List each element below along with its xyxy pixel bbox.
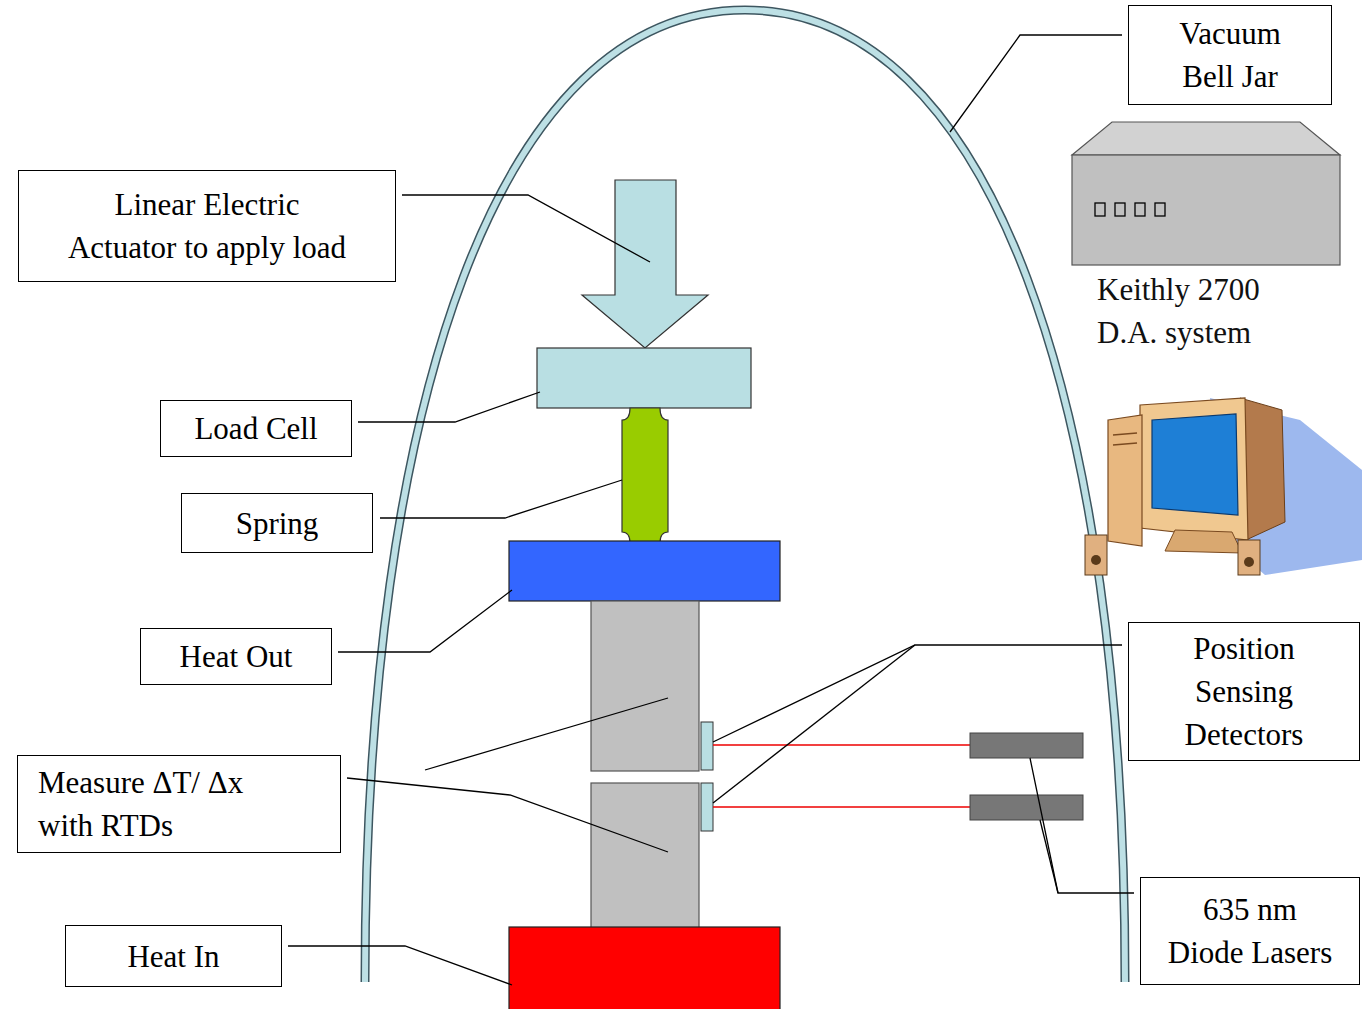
spring-body: [622, 408, 668, 543]
label-box: Vacuum Bell Jar: [1128, 5, 1332, 105]
instrument-button: [1095, 203, 1105, 216]
monitor-stand: [1165, 530, 1242, 553]
box-label: 635 nm Diode Lasers: [1165, 888, 1336, 974]
load-cell-block: [537, 348, 751, 408]
instrument-label: Keithly 2700 D.A. system: [1097, 268, 1297, 354]
label-box: Position Sensing Detectors: [1128, 622, 1360, 761]
leader-line: [338, 590, 512, 652]
speaker-cone: [1091, 555, 1101, 565]
leader-line: [950, 35, 1122, 132]
upper-specimen: [591, 601, 699, 771]
leader-line: [425, 698, 668, 770]
speaker-cone: [1244, 557, 1254, 567]
box-label: Position Sensing Detectors: [1169, 627, 1319, 756]
speaker: [1238, 540, 1260, 575]
leader-line: [380, 480, 622, 518]
label-box: Measure ΔT/ Δx with RTDs: [17, 755, 341, 853]
leader-line: [713, 645, 915, 803]
diode-laser: [970, 733, 1083, 758]
monitor-front: [1140, 398, 1248, 540]
monitor-screen: [1152, 414, 1238, 515]
box-label: Vacuum Bell Jar: [1165, 12, 1295, 98]
box-label: Heat Out: [151, 635, 321, 678]
label-box: Heat Out: [140, 628, 332, 685]
label-box: 635 nm Diode Lasers: [1140, 877, 1360, 985]
lower-specimen: [591, 783, 699, 928]
leader-line: [358, 392, 540, 422]
bell-jar-outline: [365, 10, 1125, 982]
box-label: Heat In: [79, 935, 269, 978]
actuator-arrow: [582, 180, 708, 348]
heat-sink-block: [509, 541, 780, 601]
instrument-button: [1115, 203, 1125, 216]
label-box: Linear Electric Actuator to apply load: [18, 170, 396, 282]
position-detector: [701, 722, 713, 770]
box-label: Load Cell: [171, 407, 341, 450]
drive-slot: [1113, 443, 1137, 445]
label-box: Load Cell: [160, 400, 352, 457]
label-box: Heat In: [65, 925, 282, 987]
laser-beam: [713, 744, 970, 746]
leader-line: [713, 645, 1122, 742]
position-detector: [701, 783, 713, 831]
leader-line: [1040, 820, 1058, 893]
box-label: Linear Electric Actuator to apply load: [62, 183, 352, 269]
leader-line: [1030, 758, 1134, 893]
speaker: [1085, 535, 1107, 575]
instrument-button: [1155, 203, 1165, 216]
bell-jar-glass: [365, 10, 1125, 982]
computer-tower: [1108, 415, 1142, 546]
leader-lines: [288, 35, 1134, 985]
diode-laser: [970, 795, 1083, 820]
leader-line: [402, 195, 650, 262]
label-box: Spring: [181, 493, 373, 553]
instrument-button: [1135, 203, 1145, 216]
heater-block: [509, 927, 780, 1009]
instrument-top: [1072, 122, 1340, 155]
drive-slot: [1113, 433, 1137, 435]
laser-beam: [713, 806, 970, 808]
box-label: Spring: [192, 502, 362, 545]
instrument-front: [1072, 155, 1340, 265]
box-label: Measure ΔT/ Δx with RTDs: [38, 761, 268, 847]
leader-line: [288, 946, 512, 985]
leader-line: [347, 778, 668, 852]
